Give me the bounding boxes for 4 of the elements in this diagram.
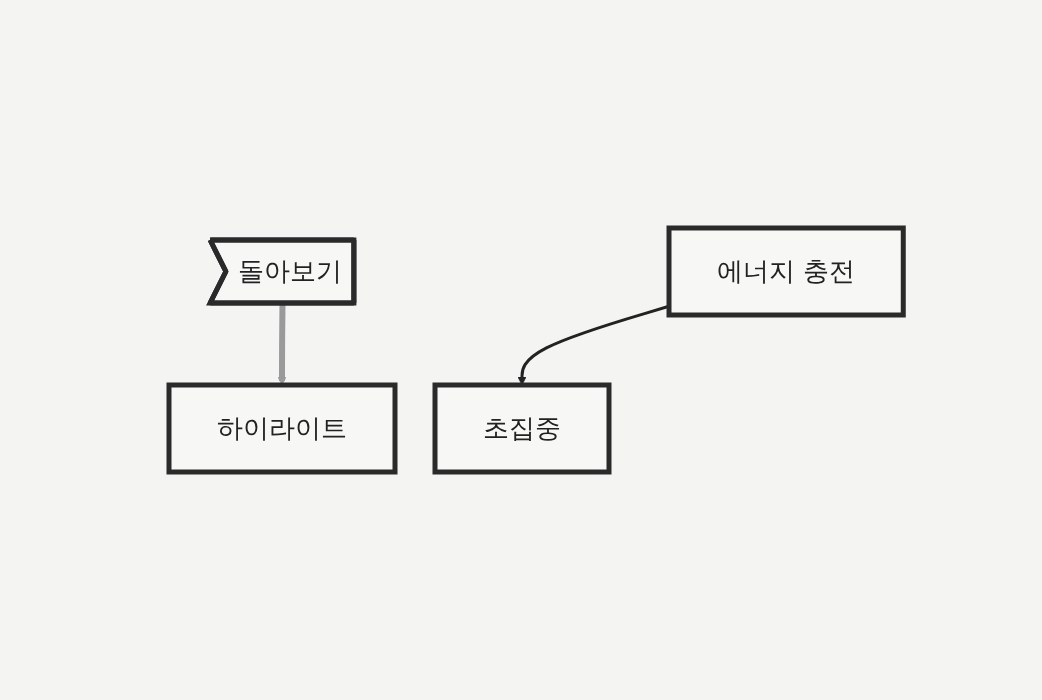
node-box: 초집중 [432, 382, 612, 475]
node-box: 하이라이트 [166, 382, 398, 475]
node-box: 에너지 충전 [666, 225, 906, 318]
arrow [277, 303, 287, 386]
